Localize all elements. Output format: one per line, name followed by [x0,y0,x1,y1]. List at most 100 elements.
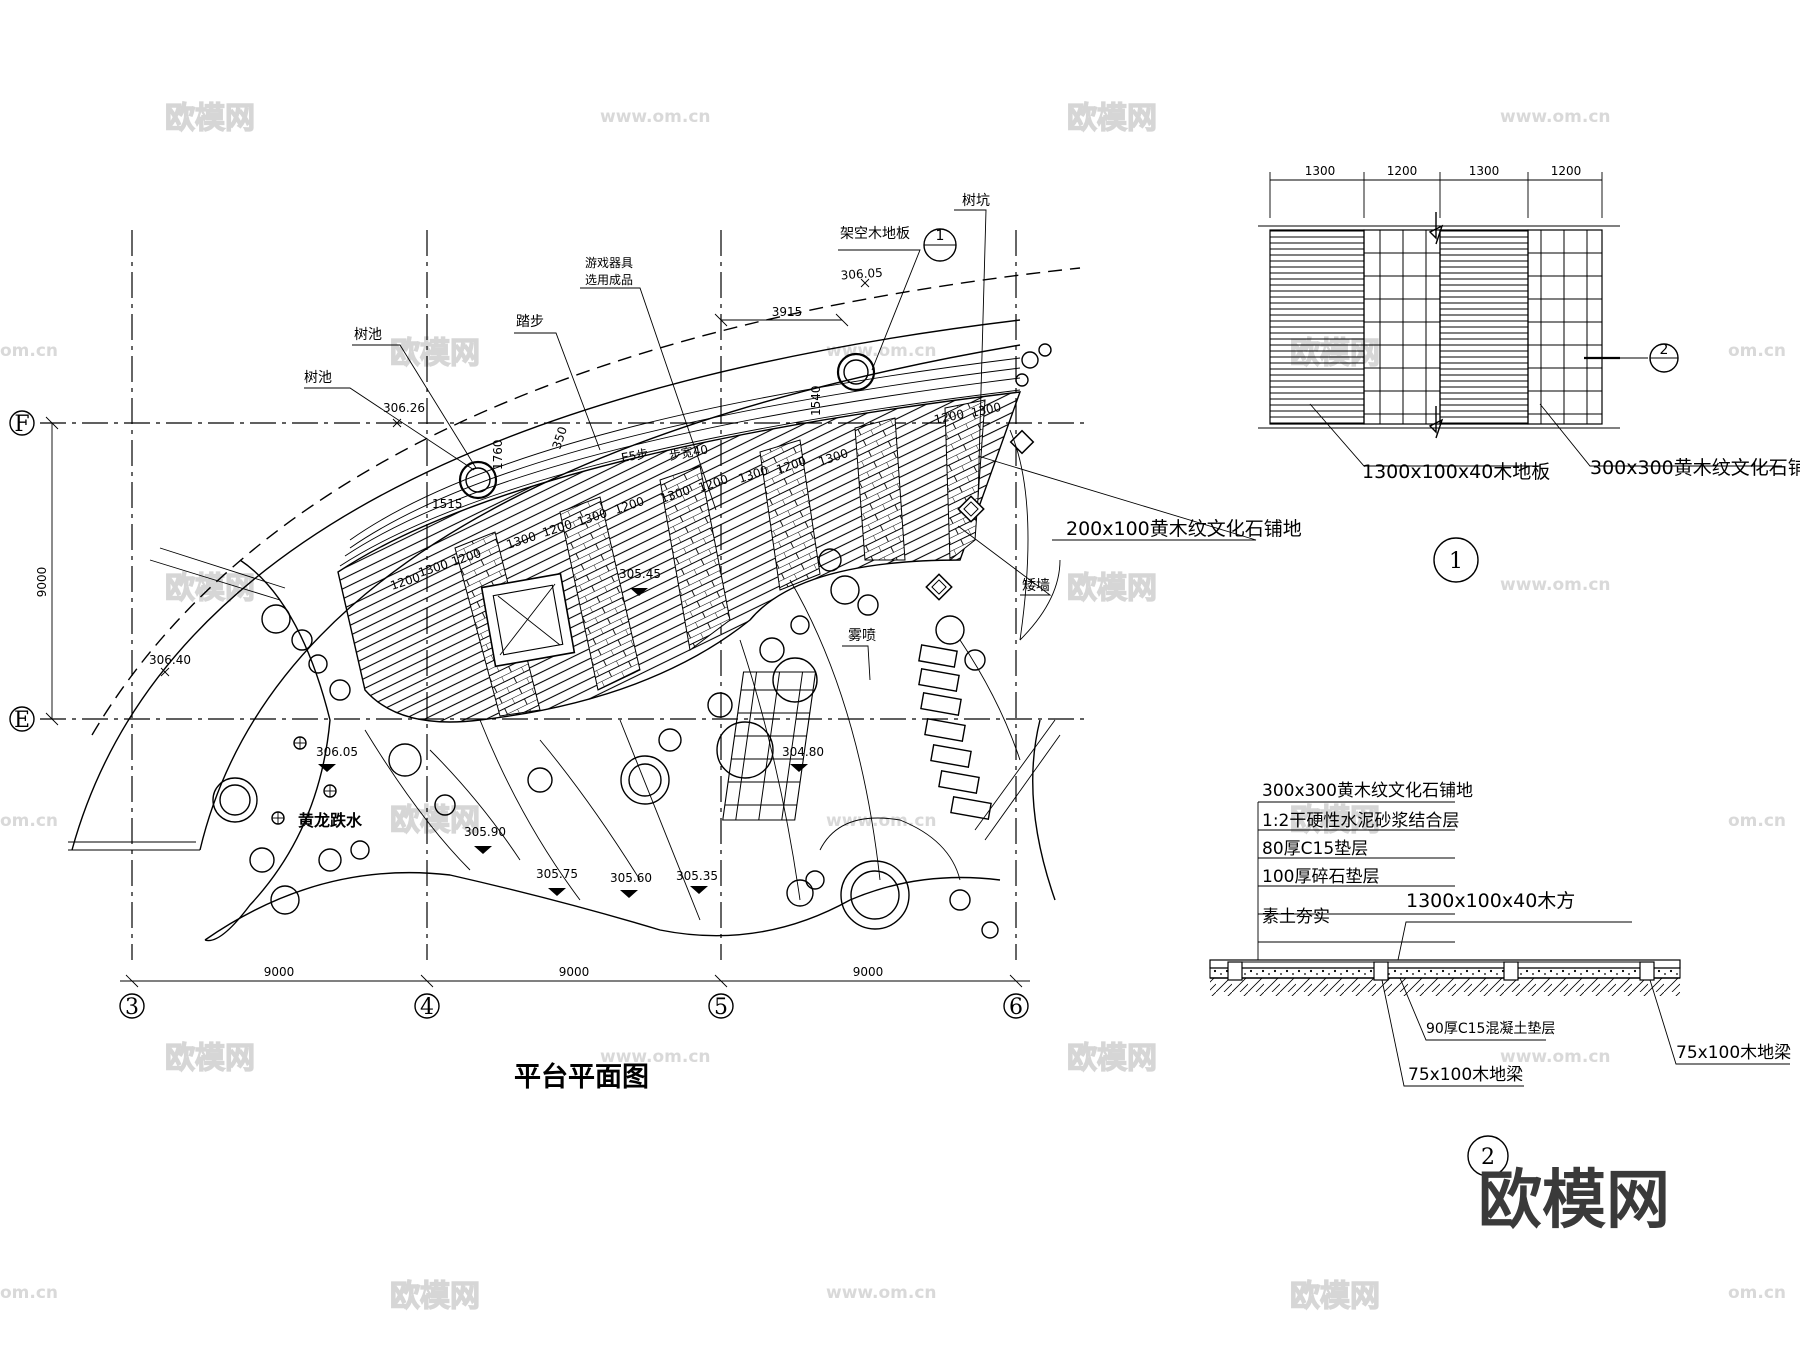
detail1-dim-2: 1200 [1387,164,1418,178]
stepping-stones [918,644,992,820]
watermark-text: 欧模网 [1067,571,1157,606]
detail1-dim-4: 1200 [1551,164,1582,178]
step-width: 步宽40 [668,441,709,463]
watermark-text: 欧模网 [1067,101,1157,136]
detail2-layer-4: 100厚碎石垫层 [1262,867,1379,887]
watermark-text: 欧模网 [165,101,255,136]
detail1-number: 1 [1449,549,1463,574]
axis-label-4: 4 [420,995,434,1020]
rockery-area [149,343,1061,942]
elev-306-05-top: 306.05 [840,266,883,283]
watermark-url: www.om.cn [1500,575,1611,595]
watermark-url: om.cn [1728,811,1786,831]
detail1-label-stone: 300x300黄木纹文化石铺地 [1590,457,1800,479]
elev-304-80: 304.80 [782,745,824,759]
watermark-url: www.om.cn [826,1283,937,1303]
dim-1515: 1515 [432,497,463,511]
detail-2-section: 300x300黄木纹文化石铺地 1:2干硬性水泥砂浆结合层 80厚C15垫层 1… [1209,781,1791,1177]
watermark-text: 欧模网 [390,336,480,371]
elev-305-35: 305.35 [676,869,718,883]
dim-col-span-3: 9000 [853,965,884,979]
detail2-layer-1: 300x300黄木纹文化石铺地 [1262,781,1473,801]
detail1-dim-1: 1300 [1305,164,1336,178]
watermark-text: 欧模网 [1290,1279,1380,1314]
label-steps: 踏步 [516,314,544,330]
play-equipment-pad [480,572,576,668]
tree-pits [458,352,876,500]
elevation-markers: 306.05 306.26 306.40 306.05 305.45 304.8… [149,266,883,898]
axis-label-6: 6 [1009,995,1023,1020]
watermark-text: 欧模网 [165,1041,255,1076]
mist-fountain-grid [722,671,817,821]
label-raised-deck: 架空木地板 [840,226,910,242]
drain-markers [271,736,337,825]
watermark-logo: 欧模网 [1478,1164,1670,1238]
axis-label-f: F [14,412,29,437]
dim-350: 350 [550,425,570,451]
label-tree-hole: 树坑 [962,193,990,209]
elev-306-40: 306.40 [149,653,191,667]
detail2-layer-3: 80厚C15垫层 [1262,839,1368,859]
outer-dashed-arc [91,267,1081,736]
elev-305-75: 305.75 [536,867,578,881]
dim-1540: 1540 [809,385,823,416]
elev-305-90: 305.90 [464,825,506,839]
label-play-equipment-2: 选用成品 [585,273,633,287]
detail2-layer-5: 素土夯实 [1262,907,1330,927]
steps-count: E5步 [620,446,649,465]
axis-label-e: E [14,708,30,733]
axis-label-3: 3 [125,995,139,1020]
dim-col-span-2: 9000 [559,965,590,979]
axis-label-5: 5 [714,995,728,1020]
elev-305-45: 305.45 [619,567,661,581]
label-low-wall: 矮墙 [1022,578,1050,594]
detail-callout-1-number: 1 [936,228,945,244]
leader-lines [304,209,1257,681]
elev-306-26: 306.26 [383,401,425,415]
watermark-url: om.cn [1728,341,1786,361]
label-play-equipment-1: 游戏器具 [585,256,633,270]
elev-306-05: 306.05 [316,745,358,759]
outer-wall-arc [71,319,1021,851]
watermark-url: om.cn [0,341,58,361]
label-cascade: 黄龙跌水 [298,811,363,830]
label-stone-paving: 200x100黄木纹文化石铺地 [1066,518,1302,540]
axis-bubbles: F E 3 4 5 6 [9,410,1029,1020]
watermark-url: om.cn [1728,1283,1786,1303]
watermark-url: www.om.cn [826,341,937,361]
watermark-url: www.om.cn [600,1047,711,1067]
detail2-label-concrete: 90厚C15混凝土垫层 [1426,1021,1555,1037]
label-mist: 雾喷 [848,628,876,644]
label-tree-pit-2: 树池 [354,327,382,343]
dim-3915: 3915 [772,305,803,319]
watermark-url: www.om.cn [1500,107,1611,127]
dim-1300-top: 1300 [970,400,1003,420]
detail2-number: 2 [1481,1145,1495,1170]
watermark-url: om.cn [0,1283,58,1303]
detail2-layer-2: 1:2干硬性水泥砂浆结合层 [1262,811,1459,831]
detail1-label-wood: 1300x100x40木地板 [1362,461,1550,483]
watermark-url: www.om.cn [600,107,711,127]
detail2-label-joist-b: 75x100木地梁 [1676,1043,1791,1063]
plan-title: 平台平面图 [514,1061,649,1093]
watermark-url: www.om.cn [1500,1047,1611,1067]
watermark-text: 欧模网 [390,1279,480,1314]
detail1-section-ref: 2 [1660,342,1669,358]
dim-1200-top: 1200 [933,407,966,427]
label-tree-pit-1: 树池 [304,370,332,386]
watermark-url: www.om.cn [826,811,937,831]
detail-1-paving-plan: 1300 1200 1300 1200 2 1300x100x40木地板 300… [1258,164,1800,583]
dim-1760: 1760 [491,439,505,470]
watermark-text: 欧模网 [1067,1041,1157,1076]
dim-col-span-1: 9000 [264,965,295,979]
low-wall-posts [925,429,1035,601]
detail2-label-beam-top: 1300x100x40木方 [1406,890,1575,912]
elev-305-60: 305.60 [610,871,652,885]
plan-labels: 树池 树池 踏步 游戏器具 选用成品 架空木地板 树坑 200x100黄木纹文化… [298,193,1302,830]
overall-dimensions: 9000 9000 9000 9000 3915 [35,305,1030,988]
detail1-dim-3: 1300 [1469,164,1500,178]
dim-row-span: 9000 [35,567,49,598]
watermark-text: 欧模网 [1290,803,1380,838]
detail2-label-joist-a: 75x100木地梁 [1408,1065,1523,1085]
